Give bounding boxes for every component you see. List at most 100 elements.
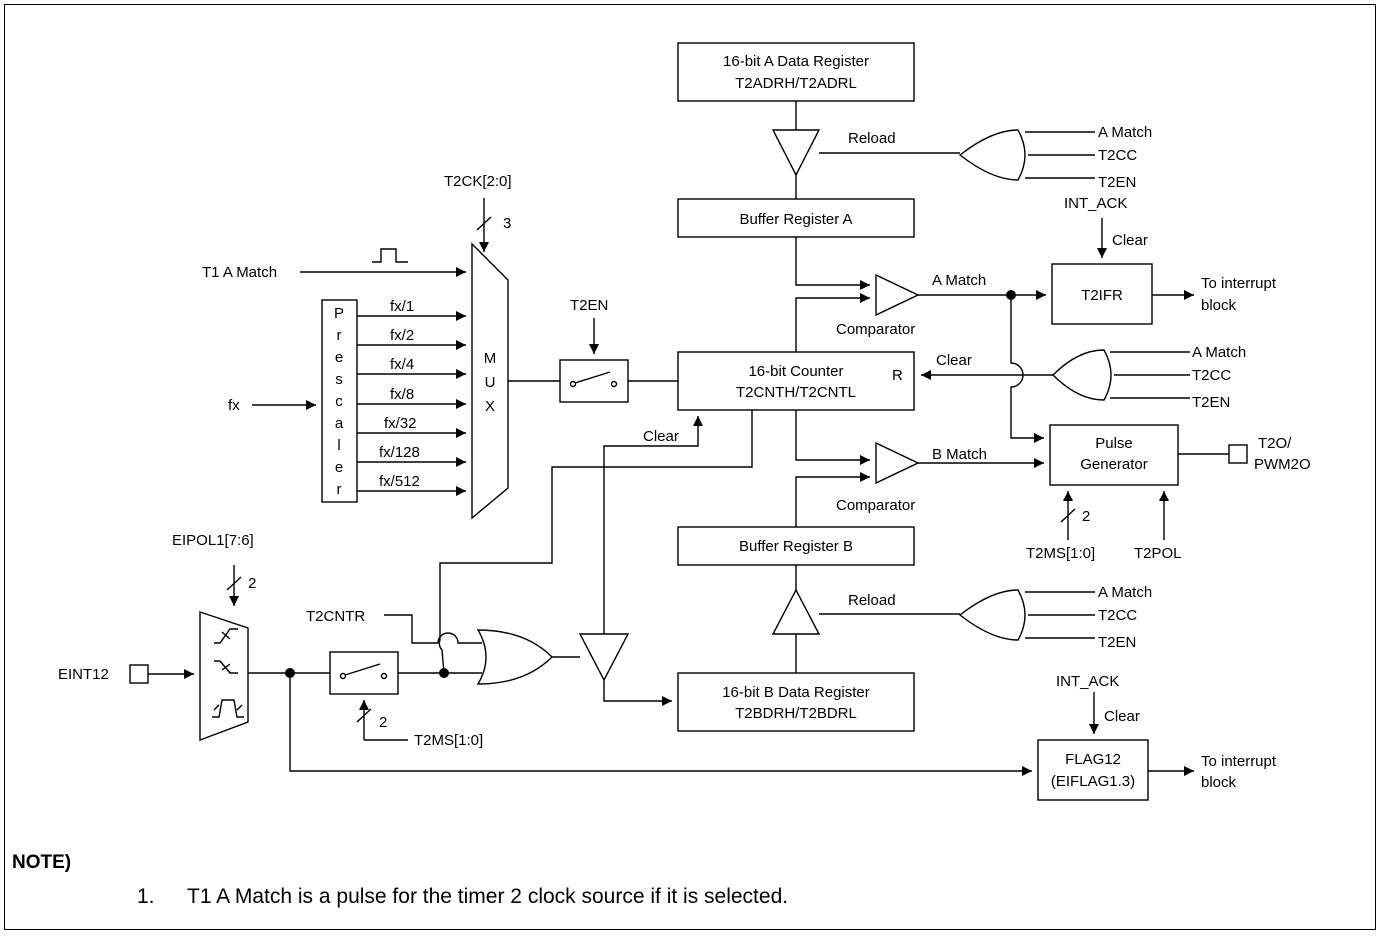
svg-text:X: X [485,398,495,415]
buffer-b-label: Buffer Register B [739,538,853,555]
junction-a-match [1006,290,1016,300]
eipol-bus-width: 2 [248,575,256,592]
edge-detector-shape [199,611,249,742]
switch-bus-width: 2 [379,714,387,731]
or-gate-middle [1052,349,1112,401]
data-register-a-box [677,42,915,102]
svg-text:M: M [484,350,497,367]
a-match-out-label: A Match [932,272,986,289]
or-bottom-input-t2cc: T2CC [1098,607,1137,624]
reload-label-bottom: Reload [848,592,896,609]
reload-buffer-b [771,588,821,635]
data-reg-b-label: 16-bit B Data Register [722,684,870,701]
block-label-2: block [1201,774,1237,791]
svg-text:c: c [335,393,343,410]
note-item: 1. T1 A Match is a pulse for the timer 2 … [137,885,788,909]
note-title: NOTE) [12,852,72,873]
comparator-b-shape [875,441,920,485]
pulse-gen-label-2: Generator [1080,456,1148,473]
note-text: T1 A Match is a pulse for the timer 2 cl… [187,885,789,908]
clear-buffer [578,633,630,682]
to-interrupt-label-1: To interrupt [1201,275,1277,292]
eint12-label: EINT12 [58,666,109,683]
t2en-switch-box [559,359,629,403]
svg-text:U: U [485,374,496,391]
prescaler-outputs: fx/1 fx/2 fx/4 fx/8 fx/32 fx/128 fx/512 [379,298,420,490]
clear-r-label: Clear [936,352,972,369]
prescaler-box [321,299,358,503]
b-match-label: B Match [932,446,987,463]
t2ms-pulse-label: T2MS[1:0] [1026,545,1095,562]
note-number: 1. [137,885,155,908]
or-gate-bottom [958,589,1026,641]
pulse-bus-width: 2 [1082,508,1090,525]
prescaler-letters: P r e s c a l e r [334,305,344,498]
data-reg-a-name: T2ADRH/T2ADRL [735,75,857,92]
junction-eint [285,668,295,678]
data-register-b-box [677,672,915,732]
or-mid-input-t2cc: T2CC [1192,367,1231,384]
junction-switch-out [439,668,449,678]
svg-text:fx/8: fx/8 [390,386,414,403]
data-reg-a-label: 16-bit A Data Register [723,53,869,70]
clear-label-1: Clear [1112,232,1148,249]
svg-text:r: r [337,327,342,344]
t2ck-label: T2CK[2:0] [444,173,512,190]
svg-text:e: e [335,459,343,476]
t2ifr-box [1051,263,1153,325]
svg-text:fx/4: fx/4 [390,356,414,373]
t2ck-bus-width: 3 [503,215,511,232]
svg-text:fx/2: fx/2 [390,327,414,344]
t2o-pin [1228,444,1248,464]
eipol-label: EIPOL1[7:6] [172,532,254,549]
t2ms-switch-label: T2MS[1:0] [414,732,483,749]
counter-name: T2CNTH/T2CNTL [736,384,856,401]
svg-text:s: s [335,371,343,388]
flag12-label: FLAG12 [1065,751,1121,768]
mux-shape [471,242,509,520]
svg-text:a: a [335,415,344,432]
or-top-input-t2cc: T2CC [1098,147,1137,164]
reload-label-top: Reload [848,130,896,147]
comparator-a-shape [875,273,920,317]
fx-label: fx [228,397,240,414]
buffer-a-label: Buffer Register A [739,211,852,228]
flag12-name: (EIFLAG1.3) [1051,773,1135,790]
or-top-input-a-match: A Match [1098,124,1152,141]
to-interrupt-label-2: To interrupt [1201,753,1277,770]
counter-box [677,351,915,411]
comparator-a-label: Comparator [836,321,915,338]
svg-text:fx/128: fx/128 [379,444,420,461]
int-ack-label-2: INT_ACK [1056,673,1119,690]
svg-text:fx/32: fx/32 [384,415,417,432]
pulse-generator-box [1049,424,1179,486]
or-top-input-t2en: T2EN [1098,174,1136,191]
or-bottom-input-a-match: A Match [1098,584,1152,601]
or-bottom-input-t2en: T2EN [1098,634,1136,651]
t2cntr-label: T2CNTR [306,608,365,625]
pulse-gen-label-1: Pulse [1095,435,1133,452]
t2en-switch-label: T2EN [570,297,608,314]
or-gate-cntr [476,629,553,685]
t2cntr-switch-box [329,651,399,695]
t2pol-label: T2POL [1134,545,1182,562]
mux-letters: M U X [484,350,497,415]
or-mid-input-t2en: T2EN [1192,394,1230,411]
t2o-label-2: PWM2O [1254,456,1311,473]
flag12-box [1037,739,1149,801]
svg-text:l: l [337,437,340,454]
eint12-pin [129,664,149,684]
reload-buffer-a [771,129,821,177]
counter-reset-label: R [892,367,903,384]
t1-a-match-label: T1 A Match [202,264,277,281]
block-label-1: block [1201,297,1237,314]
clear-counter-label: Clear [643,428,679,445]
comparator-b-label: Comparator [836,497,915,514]
int-ack-label-1: INT_ACK [1064,195,1127,212]
clear-label-2: Clear [1104,708,1140,725]
t2ifr-label: T2IFR [1081,287,1123,304]
svg-text:e: e [335,349,343,366]
or-gate-top [958,129,1026,181]
counter-label: 16-bit Counter [748,363,843,380]
svg-text:fx/512: fx/512 [379,473,420,490]
